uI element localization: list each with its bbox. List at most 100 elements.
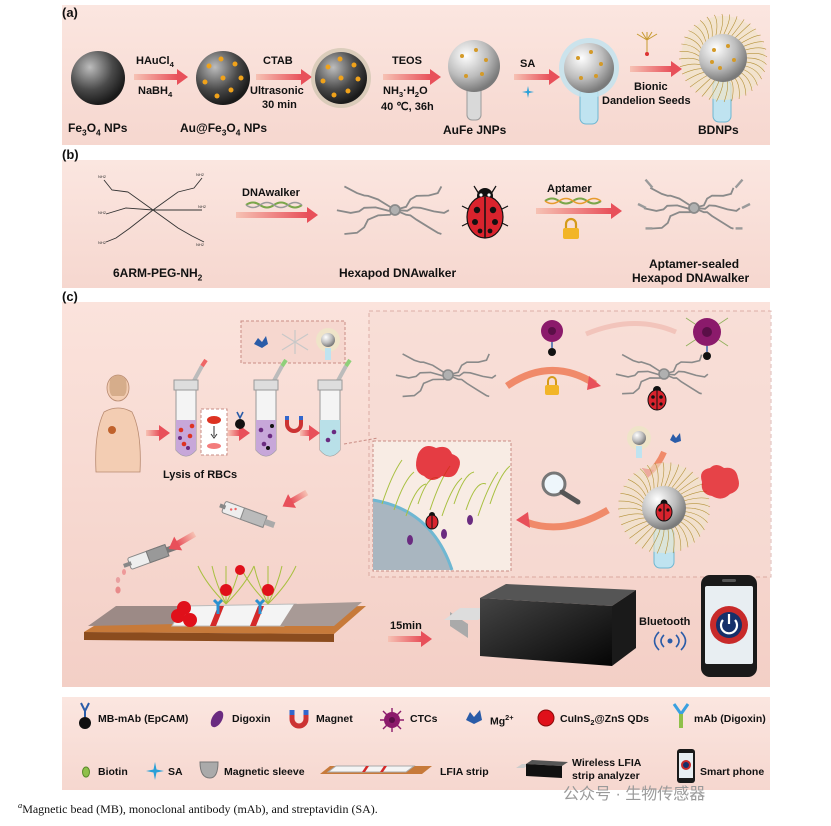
time-label: 15min — [390, 620, 422, 632]
aptamer-sealed-hexapod-dnawalker — [637, 178, 751, 230]
bionic-dandelion-nanoparticle — [678, 13, 768, 123]
sample-tube-2 — [253, 358, 288, 457]
aptamer-strand-icon — [544, 197, 602, 205]
panel-b — [62, 160, 770, 288]
dnawalker-arrow — [236, 207, 318, 223]
zoom-dashed-lines — [343, 437, 379, 445]
tube-arrow-1 — [228, 425, 250, 441]
legend-sa: SA — [168, 766, 183, 778]
step1-bottom: NaBH4 — [138, 85, 173, 100]
mechanism-faint-arrow — [585, 321, 677, 337]
dandelion-seed-icon — [636, 31, 658, 56]
footnote: aMagnetic bead (MB), monoclonal antibody… — [18, 801, 378, 816]
reagents-inset — [240, 320, 346, 364]
legend-magnet: Magnet — [316, 713, 353, 725]
legend-biotin: Biotin — [98, 766, 128, 778]
mechanism-hexapod — [395, 353, 497, 398]
aptamer-arrow — [536, 203, 622, 219]
step3-bottom: 40 ℃, 36h — [381, 101, 434, 113]
sealed-label-1: Aptamer-sealed — [649, 257, 740, 271]
ladybug-icon — [461, 185, 509, 239]
legend-mg: Mg2+ — [490, 713, 514, 728]
magnetic-sleeve-syringe — [219, 501, 276, 529]
sa-coated-janus-nanoparticle — [559, 38, 619, 125]
dna-strand-icon — [245, 201, 303, 209]
legend-digoxin: Digoxin — [232, 713, 271, 725]
biotin-icon — [82, 766, 90, 778]
time-arrow — [388, 631, 432, 647]
lock-icon — [563, 217, 579, 239]
bluetooth-label: Bluetooth — [639, 616, 691, 628]
svg-text:NH2: NH2 — [196, 242, 205, 247]
aptamer-arrow-label: Aptamer — [547, 183, 592, 195]
hexapod-label: Hexapod DNAwalker — [339, 266, 457, 280]
au-fe3o4-nanoparticle — [196, 51, 250, 105]
janus-label: AuFe JNPs — [443, 123, 507, 137]
legend-mab: mAb (Digoxin) — [694, 713, 766, 725]
mechanism-left-arrow — [516, 506, 610, 531]
fe3o4-nanoparticle — [71, 51, 125, 105]
tube-arrow-2 — [300, 425, 320, 441]
watermark: 公众号 · 生物传感器 — [563, 786, 706, 803]
sa-star-icon — [522, 86, 534, 98]
peg-label: 6ARM-PEG-NH2 — [113, 266, 203, 283]
aufe-janus-nanoparticle — [448, 40, 500, 121]
sample-tube-3 — [317, 358, 352, 457]
dnawalker-arrow-label: DNAwalker — [242, 187, 300, 199]
bdnps-label: BDNPs — [698, 123, 739, 137]
panel-c-label: (c) — [62, 289, 78, 304]
smart-phone — [701, 575, 757, 677]
legend-sleeve: Magnetic sleeve — [224, 766, 305, 778]
lysis-label: Lysis of RBCs — [163, 469, 238, 481]
wireless-lfia-analyzer — [444, 584, 636, 666]
magnet-icon — [289, 710, 309, 729]
step2-bottom: 30 min — [262, 99, 297, 111]
zoom-detail-box — [372, 440, 512, 572]
lfia-strip-icon — [320, 765, 432, 774]
analyzer-icon — [516, 760, 568, 778]
smart-phone-icon — [677, 749, 695, 783]
ctc-icon — [380, 708, 404, 732]
captured-ctc-icon — [685, 317, 729, 360]
step1-top: HAuCl4 — [136, 55, 174, 70]
step3-arrow — [383, 69, 441, 85]
svg-text:NH2: NH2 — [198, 204, 207, 209]
step3-mid: NH3·H2O — [383, 85, 428, 100]
legend-phone: Smart phone — [700, 766, 765, 778]
mechanism-bdnp-complex — [617, 461, 711, 569]
panel-a-label: (a) — [62, 5, 78, 20]
mechanism-lock-icon — [545, 376, 559, 395]
wireless-signal-icon — [653, 631, 687, 651]
magnifier-icon — [541, 471, 581, 505]
mb-mab-icon — [79, 702, 91, 729]
step3-top: TEOS — [392, 55, 422, 67]
fe3o4-label: Fe3O4 NPs — [68, 121, 128, 138]
qd-icon — [537, 709, 555, 727]
step2-top: CTAB — [263, 55, 293, 67]
sample-tube-1 — [173, 358, 208, 457]
legend-analyzer-2: strip analyzer — [572, 770, 640, 782]
mechanism-small-bdnp-icon — [627, 426, 651, 458]
patient-arrow — [146, 425, 170, 441]
legend-lfia: LFIA strip — [440, 766, 489, 778]
mb-mab-small-icon — [235, 411, 245, 429]
magnetic-sleeve-icon — [199, 761, 219, 779]
sealed-label-2: Hexapod DNAwalker — [632, 271, 750, 285]
digoxin-icon — [210, 710, 224, 728]
step1-arrow — [134, 69, 188, 85]
free-qd-cluster — [701, 465, 739, 499]
hexapod-dnawalker — [336, 185, 450, 235]
legend-mb: MB-mAb (EpCAM) — [98, 713, 189, 725]
patient-figure — [95, 374, 141, 473]
mechanism-mg-icon — [670, 433, 681, 443]
svg-text:NH2: NH2 — [98, 210, 107, 215]
mab-digoxin-icon — [672, 703, 690, 728]
lfia-strip — [84, 565, 366, 642]
step2-arrow — [256, 69, 312, 85]
ctab-coated-nanoparticle — [311, 48, 371, 108]
panel-b-label: (b) — [62, 147, 79, 162]
legend-qds: CuInS2@ZnS QDs — [560, 713, 650, 728]
step4-arrow — [514, 69, 560, 85]
step5-top: Bionic — [634, 81, 668, 93]
ctc-with-mb-icon — [541, 320, 563, 356]
